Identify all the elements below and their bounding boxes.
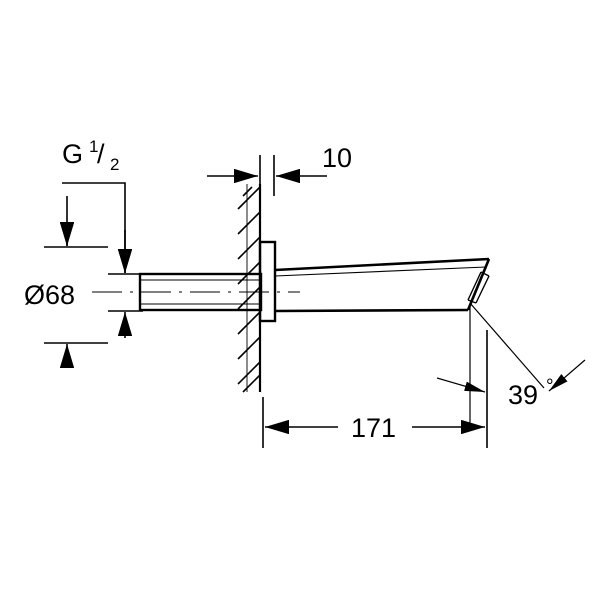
projection-label: 171 bbox=[351, 413, 396, 443]
spout-top-inner-line bbox=[274, 266, 487, 277]
spout-aerator-bottom bbox=[467, 299, 477, 304]
angle-leader-arrow bbox=[548, 359, 586, 392]
spout-body bbox=[274, 257, 491, 313]
wall-thickness-label: 10 bbox=[322, 143, 352, 173]
spout-aerator-edge bbox=[467, 271, 482, 301]
thread-fraction-numerator: 1 bbox=[89, 137, 98, 156]
spout-aerator-inner bbox=[475, 275, 490, 304]
dimension-diameter: Ø68 bbox=[24, 222, 143, 368]
outlet-angle-label: 39 bbox=[508, 380, 538, 410]
threaded-pipe bbox=[92, 272, 300, 312]
degree-symbol: ° bbox=[546, 376, 554, 397]
thread-fraction-denominator: 2 bbox=[110, 155, 119, 174]
angle-to-projection-leader bbox=[436, 377, 486, 393]
dimension-outlet-angle: 39 ° bbox=[436, 302, 586, 430]
spout-top-edge bbox=[274, 257, 490, 272]
thread-fraction-slash: / bbox=[97, 139, 105, 169]
dimension-thread-size: G 1 / 2 bbox=[59, 137, 133, 273]
wall-hatch-lines bbox=[237, 186, 261, 393]
angle-leader-from-tip bbox=[469, 302, 545, 389]
diameter-label: Ø68 bbox=[24, 280, 75, 310]
thread-callout-bracket bbox=[62, 182, 126, 262]
spout-bottom-edge bbox=[274, 308, 469, 313]
spout-aerator-top bbox=[480, 271, 490, 277]
thread-size-label: G bbox=[62, 139, 83, 169]
dimension-projection: 171 bbox=[262, 330, 488, 448]
wall-section bbox=[237, 184, 262, 393]
escutcheon-body bbox=[258, 240, 277, 323]
escutcheon bbox=[258, 240, 277, 323]
dimension-wall-thickness: 10 bbox=[207, 143, 352, 196]
